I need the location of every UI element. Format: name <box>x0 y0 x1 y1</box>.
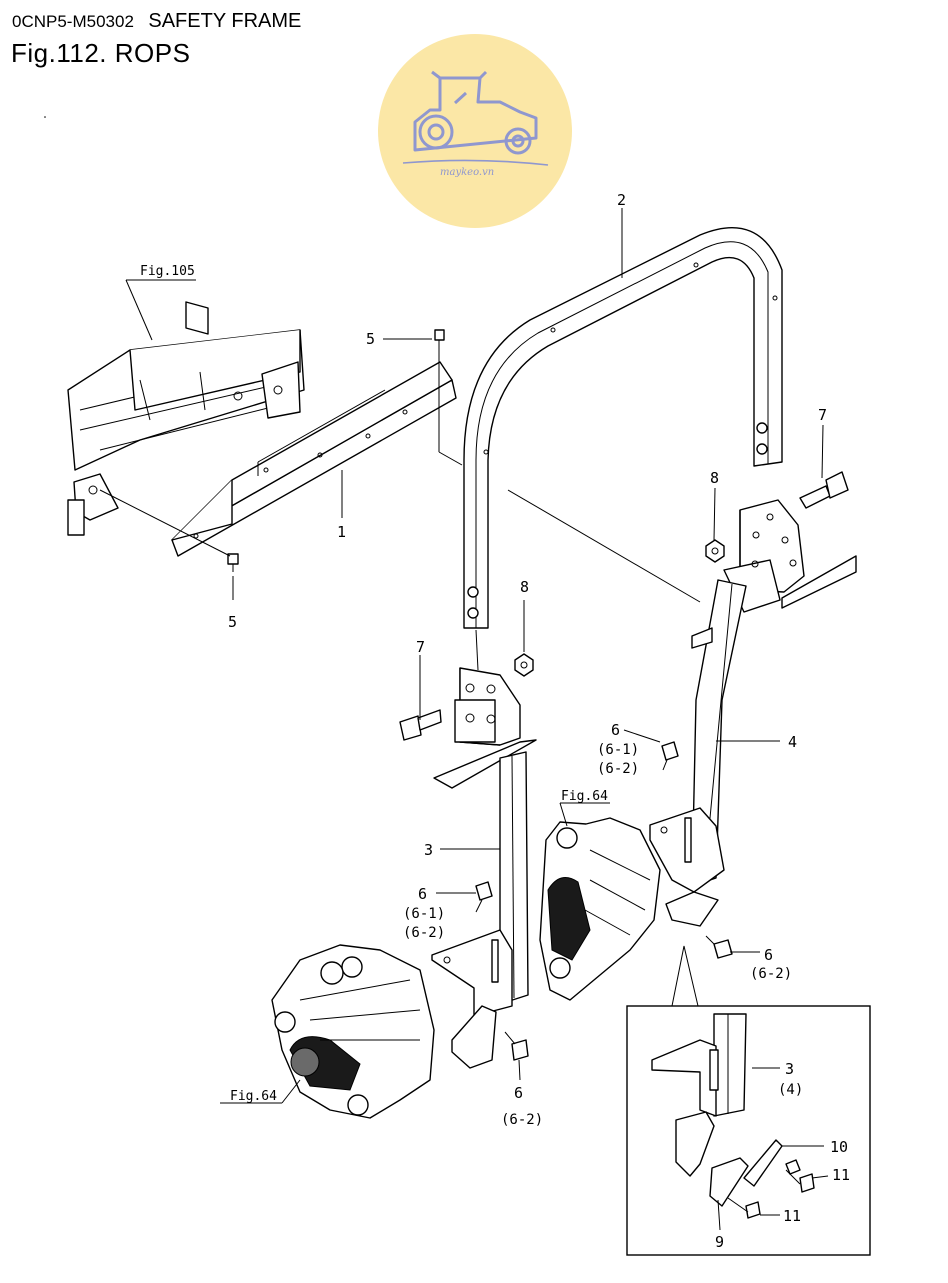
bolt-part-5-bottom <box>227 553 239 572</box>
watermark-text: maykeo.vn <box>440 167 494 178</box>
callout-6-2-left: (6-2) <box>403 925 445 941</box>
callout-5-bottom: 5 <box>228 613 237 631</box>
callout-6-2-bottom: (6-2) <box>501 1112 543 1128</box>
callout-1: 1 <box>337 523 346 541</box>
section-title: SAFETY FRAME <box>148 10 302 32</box>
bolt-part-5-top <box>434 329 445 352</box>
callout-6-right: 6 <box>764 946 773 964</box>
callout-3: 3 <box>424 841 433 859</box>
ref-fig64-bottom: Fig.64 <box>230 1089 277 1104</box>
callout-6-bottom: 6 <box>514 1084 523 1102</box>
leader-lines <box>125 208 829 1231</box>
bolt-part-6-right <box>705 935 733 959</box>
rops-arch-part-2 <box>463 226 783 629</box>
stray-dot <box>44 116 46 118</box>
right-mount-bracket <box>723 499 857 613</box>
callout-6-2-right: (6-2) <box>750 966 792 982</box>
bolt-part-7-right <box>799 471 849 509</box>
right-lower-plate <box>649 807 725 927</box>
figure-title: Fig.112. ROPS <box>11 38 191 68</box>
left-lower-plate <box>431 929 513 1069</box>
inset-callout-11-lower: 11 <box>783 1207 801 1225</box>
inset-callout-4: (4) <box>778 1082 803 1098</box>
ref-fig105: Fig.105 <box>140 264 195 279</box>
ref-fig64-middle: Fig.64 <box>561 789 608 804</box>
callout-8-left: 8 <box>520 578 529 596</box>
inset-callout-11-upper: 11 <box>832 1166 850 1184</box>
callout-6-1-left: (6-1) <box>403 906 445 922</box>
callout-7-right: 7 <box>818 406 827 424</box>
alignment-lines <box>99 352 701 671</box>
callout-5-top: 5 <box>366 330 375 348</box>
callout-6-2-middle: (6-2) <box>597 761 639 777</box>
nut-part-8-right <box>705 539 725 563</box>
chassis-frame-ref <box>67 301 305 536</box>
callout-6-middle: 6 <box>611 721 620 739</box>
transmission-housing-middle <box>539 817 661 1001</box>
inset-callout-3: 3 <box>785 1060 794 1078</box>
bolt-part-6-bottom <box>504 1031 529 1061</box>
inset-callout-10: 10 <box>830 1138 848 1156</box>
callout-6-left: 6 <box>418 885 427 903</box>
detail-inset <box>626 945 871 1256</box>
rail-bracket-part-1 <box>171 361 457 557</box>
inset-callout-9: 9 <box>715 1233 724 1251</box>
bolt-part-6-middle <box>661 741 679 771</box>
callout-6-1-middle: (6-1) <box>597 742 639 758</box>
bolt-part-6-left <box>475 881 493 913</box>
nut-part-8-left <box>514 653 534 677</box>
callout-7-left: 7 <box>416 638 425 656</box>
watermark: maykeo.vn <box>378 34 572 228</box>
transmission-housing-bottom <box>271 944 435 1119</box>
watermark-circle <box>378 34 572 228</box>
callout-4: 4 <box>788 733 797 751</box>
bolt-part-7-left <box>399 709 442 741</box>
page-header: 0CNP5-M50302 SAFETY FRAME <box>12 10 301 33</box>
callout-8-right: 8 <box>710 469 719 487</box>
part-code: 0CNP5-M50302 <box>12 12 134 31</box>
left-mount-bracket <box>433 667 537 789</box>
tractor-icon <box>402 70 549 166</box>
callout-2: 2 <box>617 191 626 209</box>
